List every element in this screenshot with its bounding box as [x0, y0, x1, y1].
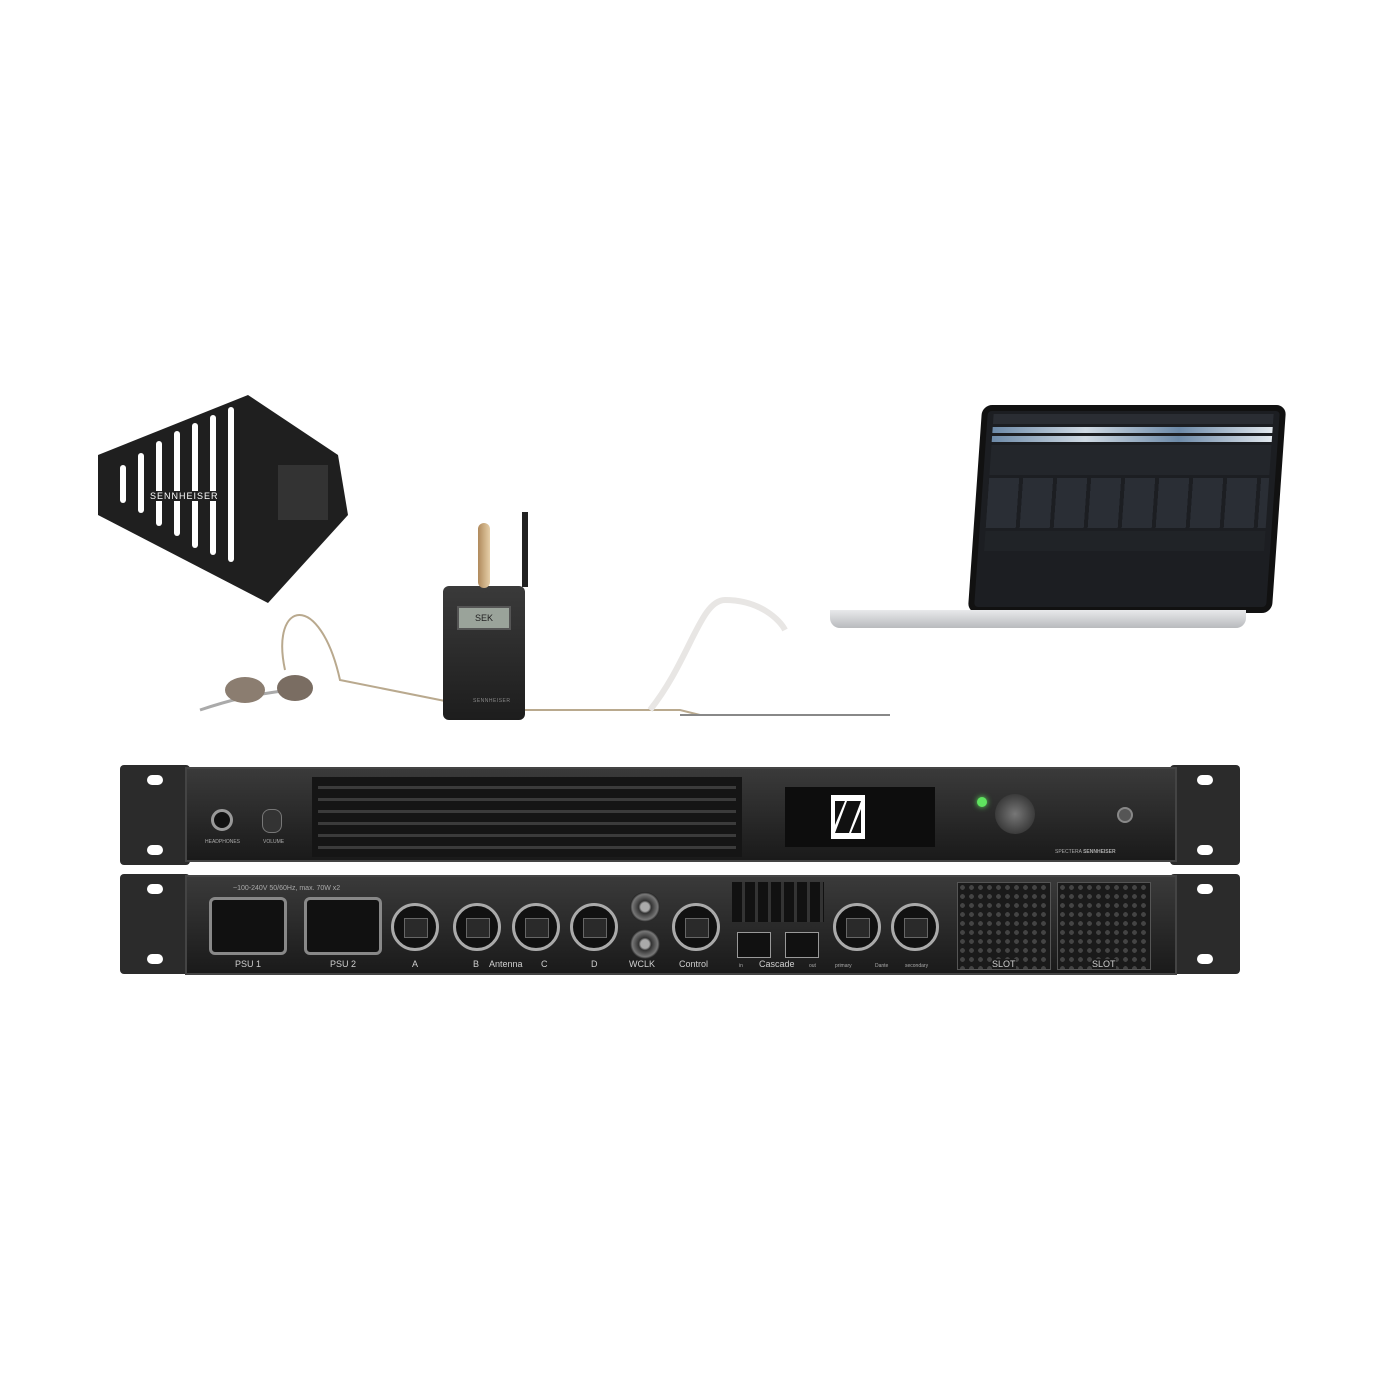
dante-label: Dante: [875, 963, 889, 969]
antenna-label: Antenna: [489, 959, 523, 969]
rack-ear-left-rear: [120, 874, 190, 974]
antenna-port-b[interactable]: [453, 903, 501, 951]
cables: [199, 596, 890, 716]
model-label: SPECTERA: [1055, 849, 1082, 855]
expansion-slot-2[interactable]: [1057, 882, 1151, 970]
power-button[interactable]: [1117, 807, 1133, 823]
bodypack-antenna: [522, 512, 528, 587]
sennheiser-logo-icon: [831, 795, 865, 839]
laptop-base: [830, 610, 1246, 628]
wclk-in-bnc[interactable]: [630, 892, 660, 922]
port-a-label: A: [412, 959, 419, 969]
display: [785, 787, 935, 847]
power-spec: ~100-240V 50/60Hz, max. 70W x2: [233, 885, 341, 892]
headphones-label: HEADPHONES: [205, 839, 241, 845]
rack-ear-right-rear: [1170, 874, 1240, 974]
dante-secondary-port[interactable]: [891, 903, 939, 951]
cascade-in-port[interactable]: [737, 932, 771, 958]
psu1-label: PSU 1: [235, 959, 262, 969]
jog-wheel[interactable]: [995, 794, 1035, 834]
dante-primary-label: primary: [835, 963, 852, 969]
psu2-inlet[interactable]: [304, 897, 382, 955]
rack-ear-left: [120, 765, 190, 865]
antenna-brand: SENNHEISER: [150, 491, 219, 501]
volume-knob[interactable]: [262, 809, 282, 833]
bodypack-connector: [478, 523, 490, 588]
wclk-label: WCLK: [629, 959, 656, 969]
brand-label: SENNHEISER: [1083, 849, 1116, 855]
status-led: [977, 797, 987, 807]
port-d-label: D: [591, 959, 598, 969]
cascade-label: Cascade: [759, 959, 795, 969]
expansion-slot-1[interactable]: [957, 882, 1051, 970]
volume-label: VOLUME: [263, 839, 285, 845]
receiver-front-panel: HEADPHONES VOLUME SPECTERA SENNHEISER: [185, 767, 1177, 862]
headphone-jack[interactable]: [211, 809, 233, 831]
port-c-label: C: [541, 959, 548, 969]
port-b-label: B: [473, 959, 480, 969]
control-label: Control: [679, 959, 709, 969]
vent-grille: [312, 777, 742, 857]
cascade-out-port[interactable]: [785, 932, 819, 958]
antenna-port-d[interactable]: [570, 903, 618, 951]
control-port[interactable]: [672, 903, 720, 951]
slot1-label: SLOT: [992, 959, 1016, 969]
bodypack-brand: SENNHEISER: [473, 698, 511, 704]
rack-ear-right: [1170, 765, 1240, 865]
dante-secondary-label: secondary: [905, 963, 929, 969]
laptop-screen: [967, 405, 1287, 613]
cascade-in-label: in: [739, 963, 743, 969]
slot2-label: SLOT: [1092, 959, 1116, 969]
bodypack-transmitter: SEK SENNHEISER: [443, 586, 525, 720]
antenna: SENNHEISER: [98, 395, 348, 603]
bodypack-display: SEK: [457, 606, 511, 630]
antenna-port-c[interactable]: [512, 903, 560, 951]
cascade-out-label: out: [809, 963, 816, 969]
psu2-label: PSU 2: [330, 959, 357, 969]
antenna-port-a[interactable]: [391, 903, 439, 951]
dante-primary-port[interactable]: [833, 903, 881, 951]
cascade-vent: [732, 882, 824, 922]
psu1-inlet[interactable]: [209, 897, 287, 955]
wclk-out-bnc[interactable]: [630, 929, 660, 959]
receiver-rear-panel: ~100-240V 50/60Hz, max. 70W x2 PSU 1 PSU…: [185, 875, 1177, 975]
